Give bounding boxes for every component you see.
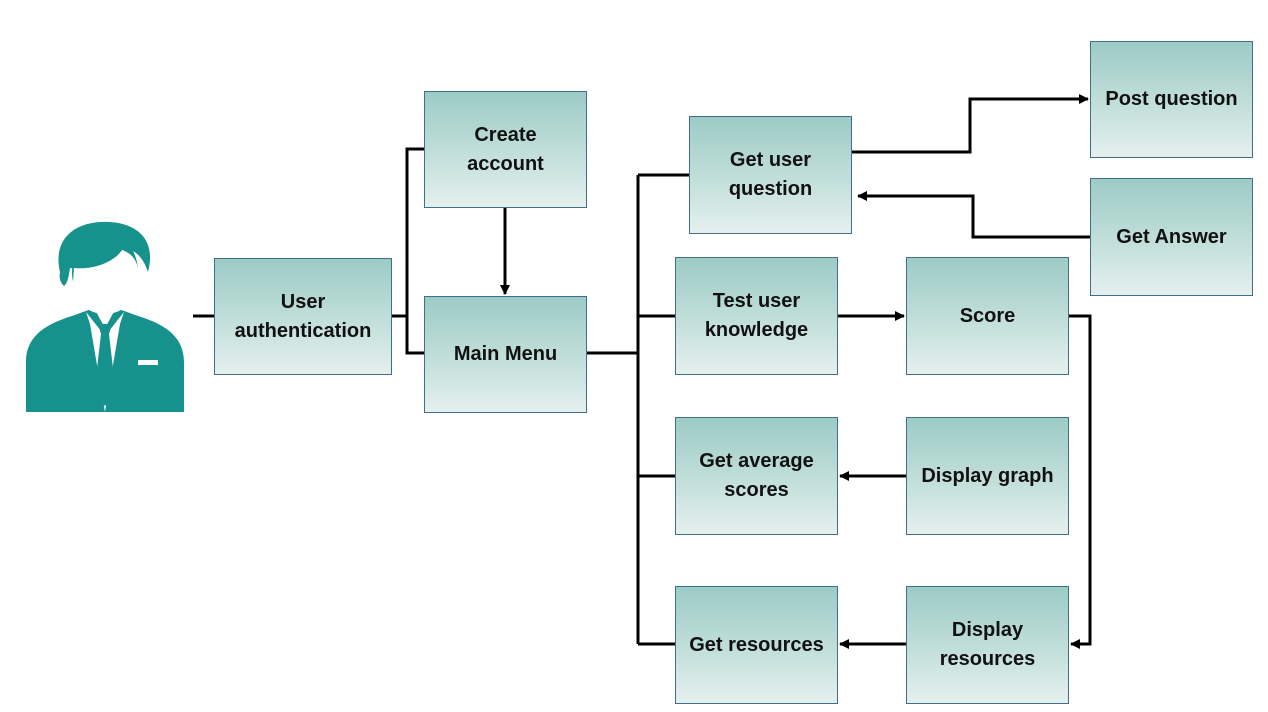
node-get-average-scores: Get average scores <box>675 417 838 535</box>
node-post-question: Post question <box>1090 41 1253 158</box>
node-display-graph-label: Display graph <box>921 464 1054 487</box>
node-main-menu: Main Menu <box>424 296 587 413</box>
node-create-account-label: Create account <box>467 123 544 175</box>
arrow-score-to-display-resources <box>1068 314 1092 649</box>
connector-auth-to-create-account <box>391 147 425 318</box>
node-display-graph: Display graph <box>906 417 1069 535</box>
node-get-user-question-label: Get user question <box>728 149 813 200</box>
user-businessman-icon <box>26 221 184 412</box>
node-user-authentication: User authentication <box>214 258 392 375</box>
node-display-resources-label: Display resources <box>939 619 1036 670</box>
node-get-average-scores-label: Get average scores <box>699 450 814 501</box>
node-get-answer-label: Get Answer <box>1116 225 1227 248</box>
node-score: Score <box>906 257 1069 375</box>
node-score-label: Score <box>959 304 1016 327</box>
node-get-user-question: Get user question <box>689 116 852 234</box>
connector-auth-to-main-menu <box>405 316 425 355</box>
node-test-user-knowledge: Test user knowledge <box>675 257 838 375</box>
node-main-menu-label: Main Menu <box>453 343 558 365</box>
node-create-account: Create account <box>424 91 587 208</box>
node-test-user-knowledge-label: Test user knowledge <box>704 290 809 341</box>
arrow-get-user-question-to-post-question <box>851 94 1089 154</box>
node-user-authentication-label: User authentication <box>234 290 372 342</box>
node-post-question-label: Post question <box>1105 88 1238 110</box>
node-get-answer: Get Answer <box>1090 178 1253 296</box>
arrow-get-answer-to-get-user-question <box>857 191 1090 239</box>
node-get-resources-label: Get resources <box>689 633 824 656</box>
node-display-resources: Display resources <box>906 586 1069 704</box>
node-get-resources: Get resources <box>675 586 838 704</box>
